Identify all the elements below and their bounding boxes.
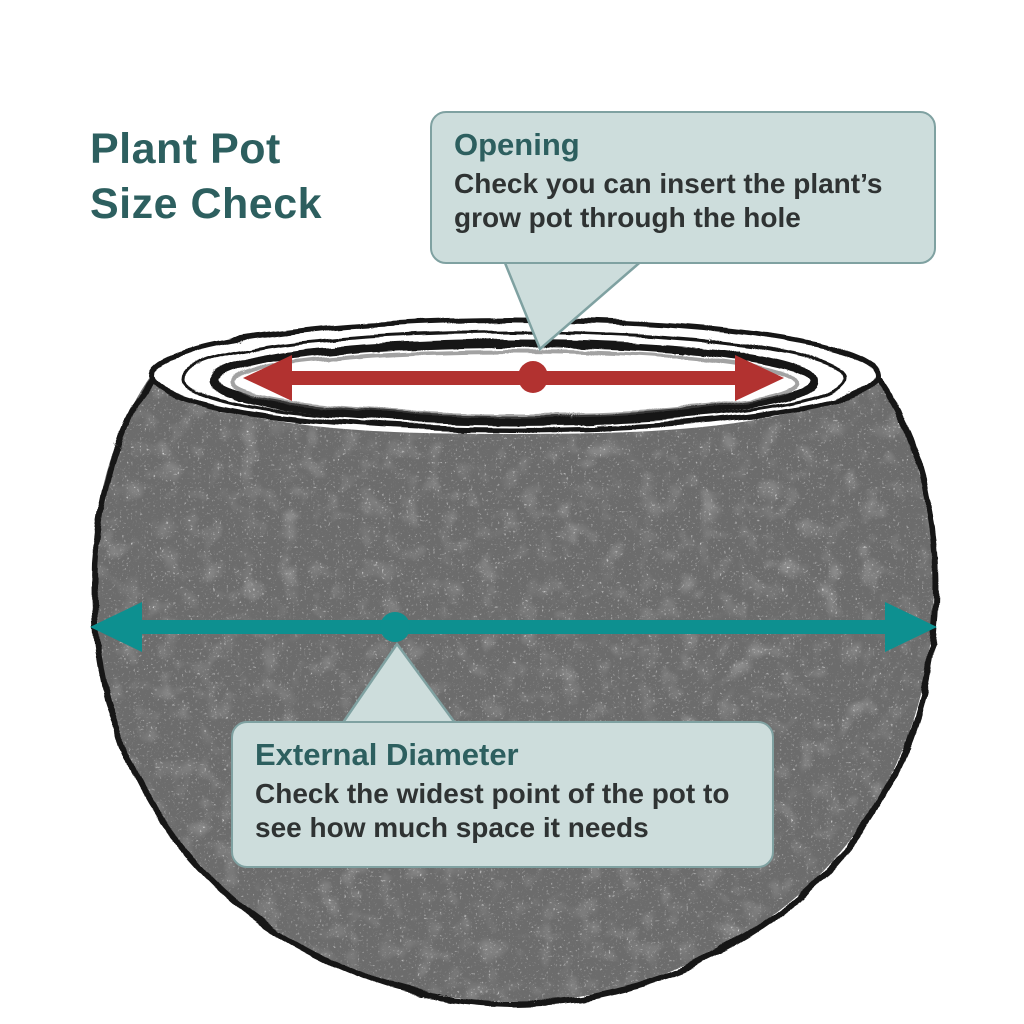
opening-arrow	[243, 355, 784, 401]
opening-callout-title: Opening	[454, 127, 580, 162]
opening-measure-dot	[518, 361, 548, 393]
external-diameter-arrow-left-head	[90, 602, 142, 652]
opening-callout: Opening Check you can insert the plant’s…	[430, 111, 936, 264]
external-diameter-callout-title: External Diameter	[255, 737, 519, 772]
page-title-line2: Size Check	[90, 180, 323, 229]
pot-rim-lip	[178, 328, 846, 424]
external-diameter-arrow	[90, 602, 937, 652]
external-diameter-arrow-right-head	[885, 602, 937, 652]
opening-callout-body: Check you can insert the plant’s grow po…	[454, 167, 883, 234]
page-title-line1: Plant Pot	[90, 125, 281, 173]
opening-arrow-left-head	[243, 355, 292, 401]
external-diameter-callout-body: Check the widest point of the pot to see…	[255, 777, 730, 844]
external-diameter-callout: External Diameter Check the widest point…	[231, 721, 774, 868]
pot-texture-grain	[92, 377, 934, 1002]
pot-opening-inner-shade	[228, 347, 796, 415]
page-title: Plant Pot Size Check	[90, 122, 322, 232]
external-diameter-measure-dot	[380, 612, 410, 642]
pot-sketch	[89, 315, 937, 1006]
opening-arrow-right-head	[735, 355, 784, 401]
